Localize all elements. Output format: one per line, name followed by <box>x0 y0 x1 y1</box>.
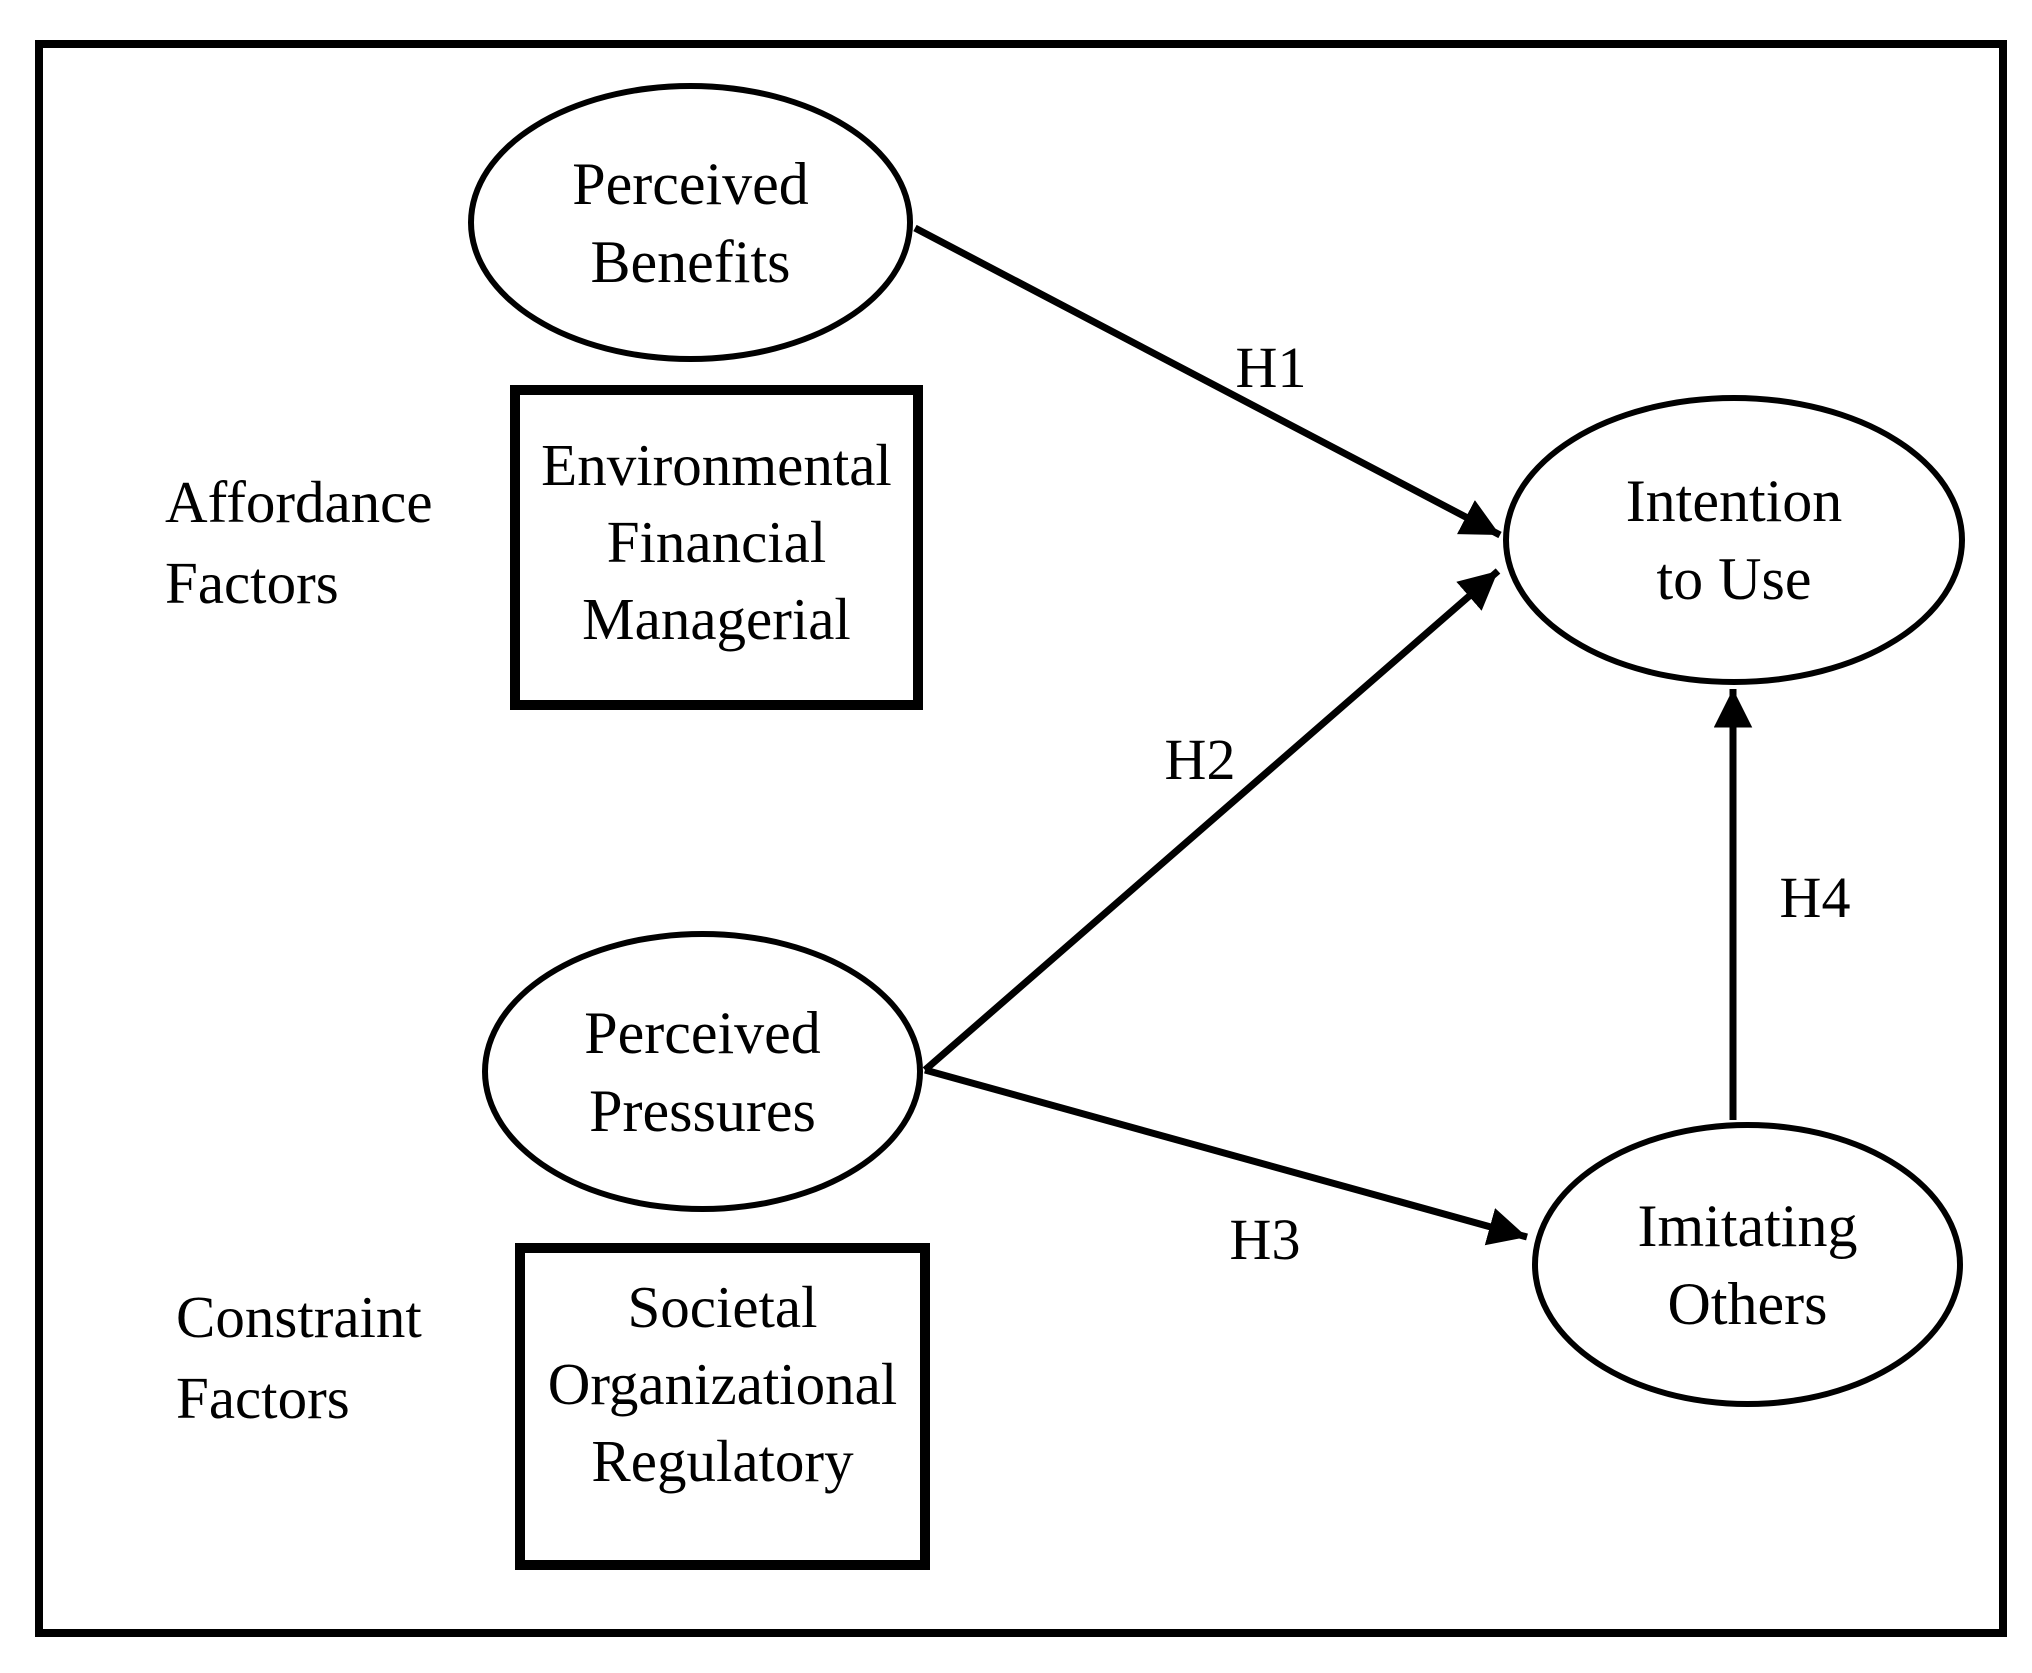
constraint-attributes-box: Societal Organizational Regulatory <box>515 1243 930 1570</box>
hypothesis-h3-label: H3 <box>1229 1207 1301 1273</box>
h1-arrow <box>913 224 1502 539</box>
affordance-attributes-box: Environmental Financial Managerial <box>510 385 923 710</box>
h3-arrow <box>924 1066 1528 1246</box>
hypothesis-h1-label: H1 <box>1235 335 1307 401</box>
node-perceived-benefits: Perceived Benefits <box>468 83 913 362</box>
node-imitating-others: Imitating Others <box>1532 1122 1963 1407</box>
h2-arrow <box>922 568 1501 1073</box>
constraint-factors-label: Constraint Factors <box>176 1284 422 1431</box>
hypothesis-h2-label: H2 <box>1164 727 1236 793</box>
node-intention-to-use: Intention to Use <box>1503 395 1965 685</box>
affordance-factors-label: Affordance Factors <box>165 469 433 616</box>
figure-border <box>35 40 2007 1637</box>
hypothesis-h4-label: H4 <box>1779 865 1851 931</box>
node-perceived-pressures: Perceived Pressures <box>482 931 923 1212</box>
